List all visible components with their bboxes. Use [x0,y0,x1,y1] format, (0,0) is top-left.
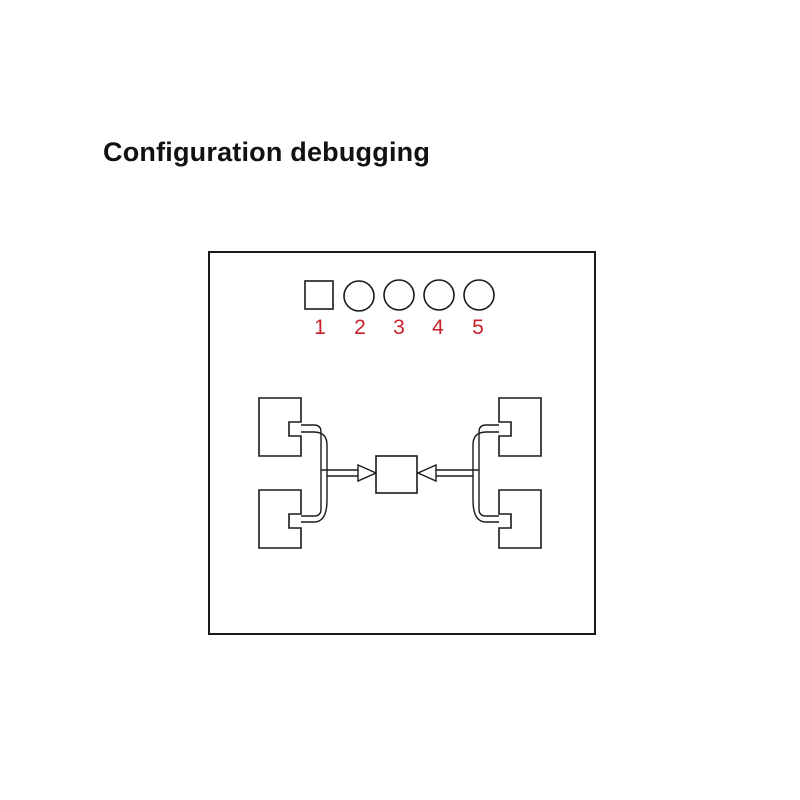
pin-2-label: 2 [354,316,366,339]
pin-3-pad[interactable] [383,279,415,311]
connector-header: 1 2 3 4 5 [304,279,495,339]
antenna-pad-top-right [498,397,542,457]
pin-5-label: 5 [472,316,484,339]
antenna-pad-top-left [258,397,302,457]
right-arrow-head [416,463,437,483]
antenna-pad-bottom-left [258,489,302,549]
pin-3-label: 3 [393,316,405,339]
antenna-pad-bottom-right [498,489,542,549]
pin-1-pad[interactable] [304,280,334,310]
right-feed-lines [436,424,499,523]
central-module [375,455,418,494]
left-arrow-head [357,463,378,483]
pin-4-label: 4 [432,316,444,339]
pin-5-pad[interactable] [463,279,495,311]
left-feed-lines [301,424,358,523]
page-title: Configuration debugging [103,137,431,167]
pin-1-label: 1 [314,316,326,339]
pin-4-pad[interactable] [423,279,455,311]
pin-2-pad[interactable] [343,280,375,312]
